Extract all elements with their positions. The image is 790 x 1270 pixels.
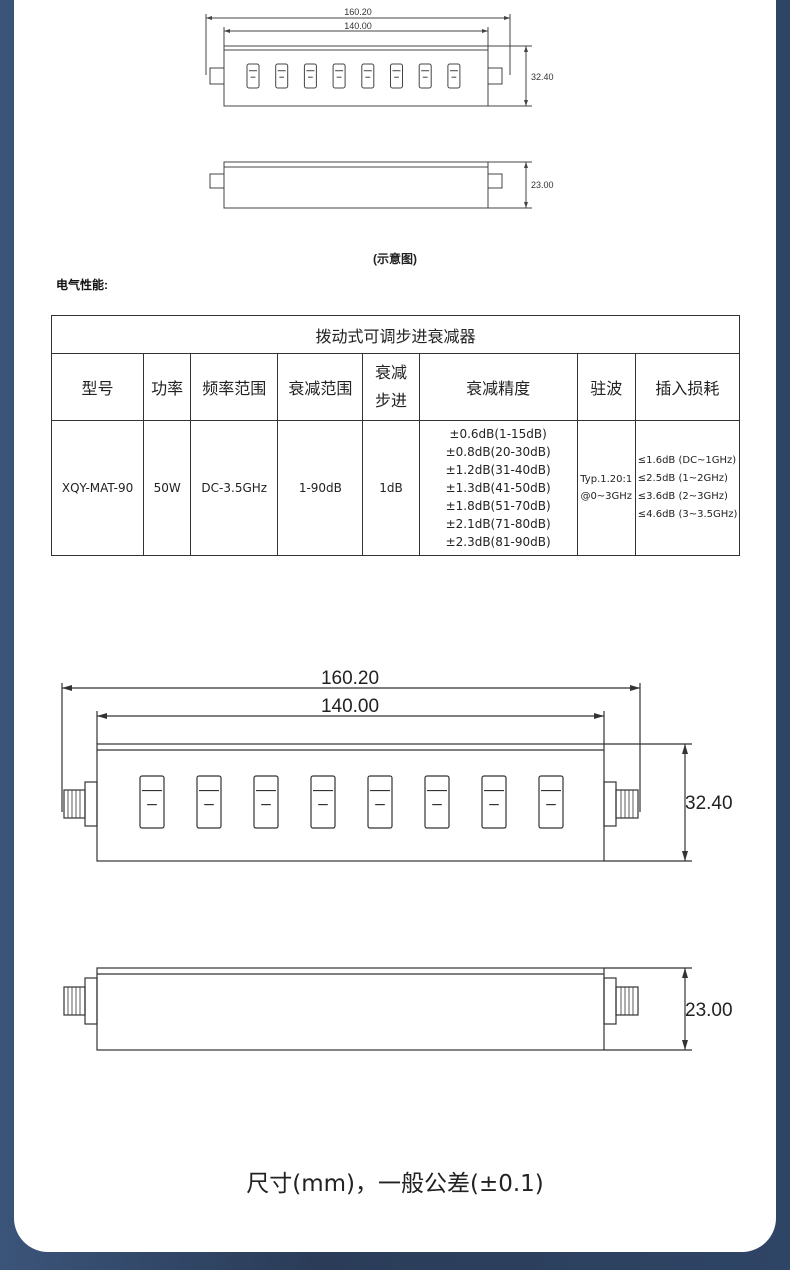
insertion-loss-line: ≤4.6dB (3~3.5GHz) <box>637 509 738 520</box>
toggle-switch <box>303 63 317 89</box>
toggle-switch <box>139 775 165 829</box>
accuracy-line: ±1.2dB(31-40dB) <box>445 463 551 477</box>
cell-vswr: Typ.1.20:1 @0~3GHz <box>576 420 636 556</box>
toggle-switch <box>310 775 336 829</box>
header-insertion-loss: 插入损耗 <box>634 353 741 421</box>
product-card: 160.20 140.00 32.40 23.00 (示意图) 电气性能: 拨动… <box>14 0 776 1252</box>
header-model: 型号 <box>50 353 145 421</box>
cell-accuracy: ±0.6dB(1-15dB) ±0.8dB(20-30dB) ±1.2dB(31… <box>418 420 578 556</box>
header-power: 功率 <box>143 353 192 421</box>
toggle-switch <box>538 775 564 829</box>
header-accuracy: 衰减精度 <box>418 353 578 421</box>
small-height: 32.40 <box>531 72 554 82</box>
cell-step: 1dB <box>362 420 420 556</box>
small-depth: 23.00 <box>531 180 554 190</box>
small-overall-length: 160.20 <box>344 7 372 17</box>
accuracy-line: ±1.8dB(51-70dB) <box>445 499 551 513</box>
accuracy-line: ±0.6dB(1-15dB) <box>449 427 547 441</box>
cell-atten-range: 1-90dB <box>277 420 364 556</box>
toggle-switch <box>367 775 393 829</box>
small-body-length: 140.00 <box>344 21 372 31</box>
vswr-line: Typ.1.20:1 <box>580 474 633 485</box>
toggle-switch <box>361 63 375 89</box>
toggle-switch <box>253 775 279 829</box>
diagram-caption: (示意图) <box>373 252 417 266</box>
accuracy-line: ±2.3dB(81-90dB) <box>445 535 551 549</box>
toggle-switch <box>246 63 260 89</box>
insertion-loss-line: ≤1.6dB (DC~1GHz) <box>637 455 737 466</box>
depth-label: 23.00 <box>685 1000 733 1021</box>
cell-insertion-loss: ≤1.6dB (DC~1GHz) ≤2.5dB (1~2GHz) ≤3.6dB … <box>634 420 741 556</box>
header-vswr: 驻波 <box>576 353 636 421</box>
overall-length-label: 160.20 <box>321 668 379 689</box>
large-dimension-drawing: 160.20 140.00 32.40 23.00 <box>61 668 733 1051</box>
cell-freq-range: DC-3.5GHz <box>190 420 279 556</box>
cell-model: XQY-MAT-90 <box>50 420 145 556</box>
body-length-label: 140.00 <box>321 696 379 717</box>
toggle-switch <box>390 63 403 89</box>
toggle-switch <box>275 63 289 89</box>
spec-table: 拨动式可调步进衰减器 型号 功率 频率范围 衰减范围 衰减 步进 衰减精度 驻波… <box>50 315 741 556</box>
tolerance-note: 尺寸(mm)，一般公差(±0.1) <box>246 1171 544 1197</box>
small-dimension-drawing: 160.20 140.00 32.40 23.00 <box>205 7 554 209</box>
toggle-switch <box>418 63 432 89</box>
electrical-section-label: 电气性能: <box>56 278 108 292</box>
table-row: XQY-MAT-90 50W DC-3.5GHz 1-90dB 1dB ±0.6… <box>50 420 741 556</box>
table-title: 拨动式可调步进衰减器 <box>51 315 740 354</box>
header-step-line2: 步进 <box>374 391 407 410</box>
header-step: 衰减 步进 <box>362 353 420 421</box>
header-step-line1: 衰减 <box>374 363 407 382</box>
height-label: 32.40 <box>685 793 733 814</box>
toggle-switch <box>196 775 222 829</box>
accuracy-line: ±2.1dB(71-80dB) <box>445 517 551 531</box>
cell-power: 50W <box>143 420 192 556</box>
header-atten-range: 衰减范围 <box>277 353 364 421</box>
insertion-loss-line: ≤3.6dB (2~3GHz) <box>637 491 728 502</box>
accuracy-line: ±1.3dB(41-50dB) <box>445 481 551 495</box>
toggle-switch <box>332 63 346 89</box>
toggle-switch <box>447 63 461 89</box>
accuracy-line: ±0.8dB(20-30dB) <box>445 445 551 459</box>
insertion-loss-line: ≤2.5dB (1~2GHz) <box>637 473 728 484</box>
toggle-switch <box>481 775 507 829</box>
header-freq-range: 频率范围 <box>190 353 279 421</box>
vswr-line: @0~3GHz <box>580 491 633 502</box>
toggle-switch <box>424 775 450 829</box>
